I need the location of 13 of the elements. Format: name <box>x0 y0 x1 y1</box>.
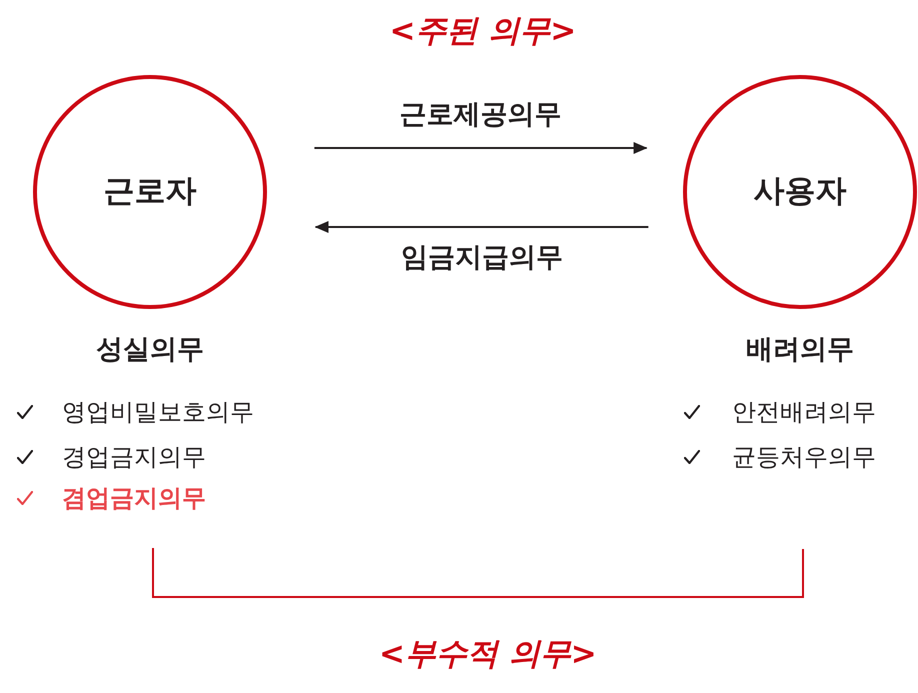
node-label: 사용자 <box>754 173 846 211</box>
list-item: 안전배려의무 <box>732 398 876 426</box>
group-heading: 배려의무 <box>746 334 854 366</box>
caption: <부수적 의무> <box>379 636 597 673</box>
list-item: 경업금지의무 <box>62 442 206 472</box>
title: <주된 의무> <box>390 12 576 50</box>
list-item: 영업비밀보호의무 <box>62 398 254 426</box>
group-heading: 성실의무 <box>96 334 204 366</box>
node-label: 근로자 <box>104 173 196 211</box>
list-item: 겸업금지의무 <box>62 484 206 512</box>
list-item: 균등처우의무 <box>732 442 876 472</box>
arrow <box>314 221 648 233</box>
arrow <box>314 142 648 154</box>
